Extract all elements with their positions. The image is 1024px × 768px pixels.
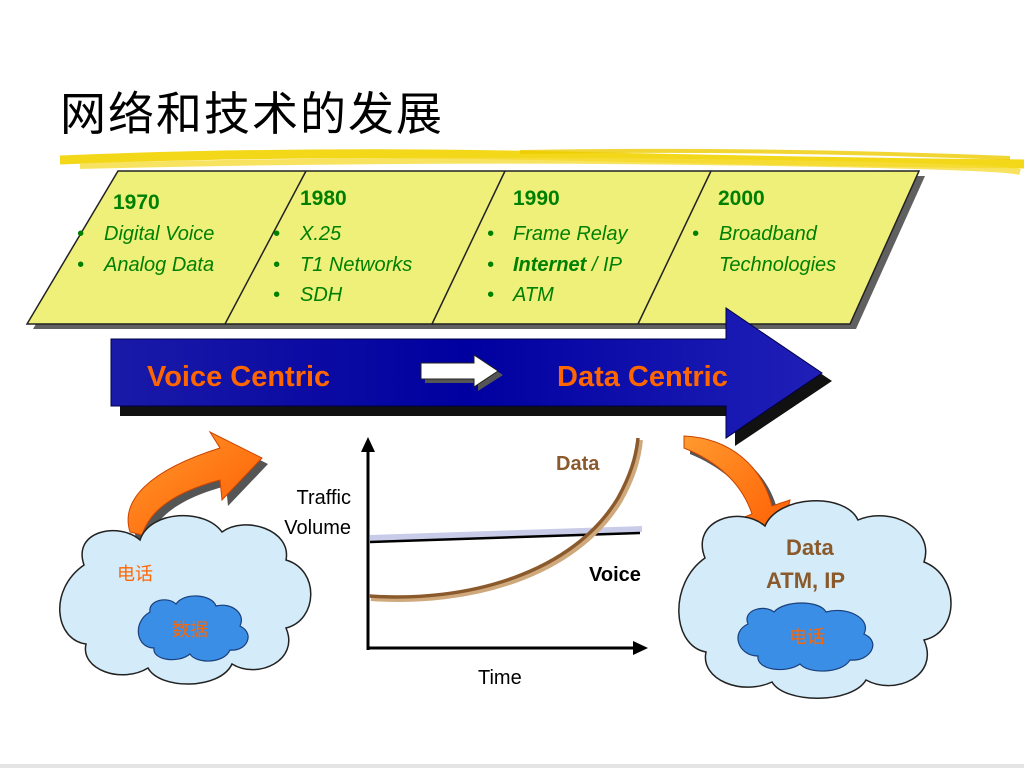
era-item-line1: Broadband — [719, 223, 818, 245]
era-1980: 1980 • X.25 • T1 Networks • SDH — [273, 187, 412, 306]
traffic-graph: Traffic Volume Time Data Voice — [284, 437, 648, 689]
data-centric-label: Data Centric — [557, 361, 728, 393]
bullet: • — [77, 254, 84, 276]
y-axis-label-line1: Traffic — [297, 487, 351, 509]
right-inner-cloud: 电话 — [737, 602, 874, 672]
footer-rule — [0, 764, 1024, 768]
era-item: T1 Networks — [300, 254, 412, 276]
x-axis-label: Time — [478, 667, 522, 689]
era-year: 2000 — [718, 187, 765, 210]
bullet: • — [273, 223, 280, 245]
left-cloud-label: 电话 — [117, 564, 153, 584]
era-item: Digital Voice — [104, 223, 214, 245]
title-underline — [59, 148, 1024, 175]
era-year: 1990 — [513, 187, 560, 210]
era-item: X.25 — [299, 223, 342, 245]
right-inner-cloud-label: 电话 — [789, 627, 825, 647]
right-cloud-label-line2: ATM, IP — [766, 568, 845, 593]
timeline-panel — [25, 170, 925, 329]
era-2000: 2000 • Broadband Technologies — [692, 187, 836, 276]
bullet: • — [692, 223, 699, 245]
era-year: 1970 — [113, 191, 160, 214]
era-divider — [431, 170, 506, 325]
data-curve — [368, 437, 640, 599]
era-item-line2: Technologies — [719, 254, 836, 276]
y-axis-arrow-icon — [361, 437, 375, 452]
y-axis-label-line2: Volume — [284, 517, 351, 539]
era-year: 1980 — [300, 187, 347, 210]
internet-emphasis: Internet — [513, 254, 588, 276]
era-item: Analog Data — [103, 254, 214, 276]
bullet: • — [487, 254, 494, 276]
voice-line-label: Voice — [589, 564, 641, 586]
bullet: • — [273, 284, 280, 306]
bullet: • — [487, 284, 494, 306]
right-cloud-label-line1: Data — [786, 535, 834, 560]
right-cloud: Data ATM, IP 电话 — [678, 500, 952, 699]
left-inner-cloud-label: 数据 — [172, 620, 208, 640]
transition-band: Voice Centric Data Centric — [110, 307, 832, 446]
era-divider — [224, 170, 307, 325]
small-arrow-icon — [420, 354, 503, 391]
left-cloud: 电话 数据 — [59, 514, 312, 685]
voice-centric-label: Voice Centric — [147, 361, 330, 393]
bullet: • — [487, 223, 494, 245]
era-item: SDH — [300, 284, 343, 306]
bullet: • — [77, 223, 84, 245]
era-item-internet-ip: Internet / IP — [513, 254, 623, 276]
x-axis-arrow-icon — [633, 641, 648, 655]
era-divider — [637, 170, 712, 325]
left-inner-cloud: 数据 — [137, 595, 249, 662]
data-curve-shadow — [370, 439, 643, 602]
era-1990: 1990 • Frame Relay • Internet / IP • ATM — [487, 187, 628, 306]
era-item: ATM — [512, 284, 554, 306]
bullet: • — [273, 254, 280, 276]
curved-arrow-up-icon — [127, 430, 268, 541]
era-1970: 1970 • Digital Voice • Analog Data — [77, 191, 214, 276]
era-item: Frame Relay — [513, 223, 628, 245]
slide-title: 网络和技术的发展 — [60, 87, 444, 141]
data-curve-label: Data — [556, 453, 600, 475]
